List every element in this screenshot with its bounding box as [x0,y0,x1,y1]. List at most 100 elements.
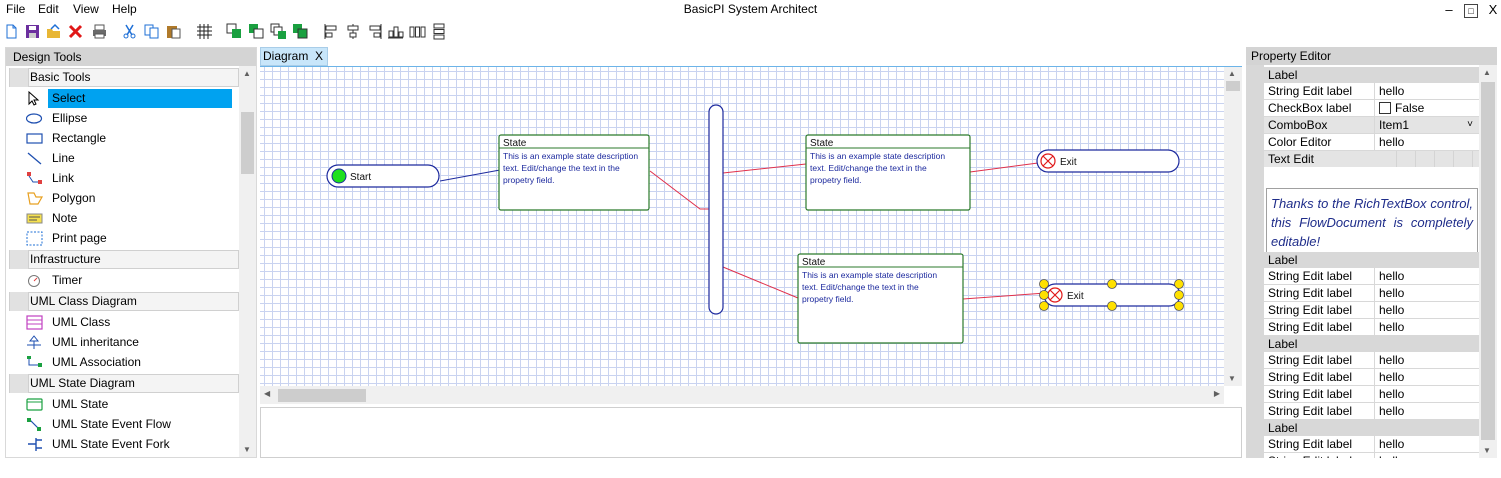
start-node[interactable]: Start [326,164,440,188]
open-icon[interactable] [45,23,62,40]
prop-value-input[interactable]: hello [1374,285,1479,301]
category-label[interactable]: Label [1264,67,1479,83]
new-icon[interactable] [3,23,20,40]
tool-ellipse[interactable]: Ellipse [26,109,236,128]
prop-value-input[interactable]: hello [1374,436,1479,452]
tool-note[interactable]: Note [26,209,236,228]
save-icon[interactable] [24,23,41,40]
menu-edit[interactable]: Edit [38,2,59,16]
scroll-down-arrow-icon[interactable]: ▼ [243,445,251,454]
delete-icon[interactable] [67,23,84,40]
scroll-right-arrow-icon[interactable]: ▶ [1213,389,1220,398]
minimize-button[interactable]: – [1445,2,1453,17]
print-icon[interactable] [91,23,108,40]
prop-value-input[interactable]: hello [1374,453,1479,458]
paste-icon[interactable] [165,23,182,40]
tab-close-button[interactable]: X [315,49,324,63]
tool-timer[interactable]: Timer [26,271,236,290]
menu-help[interactable]: Help [112,2,137,16]
tool-uml-association[interactable]: UML Association [26,353,236,372]
prop-value-input[interactable]: hello [1374,403,1479,419]
menu-view[interactable]: View [73,2,99,16]
align-right-icon[interactable] [366,23,383,40]
close-button[interactable]: X [1488,2,1498,17]
exit-node-1[interactable]: Exit [1036,149,1180,173]
tool-uml-state[interactable]: UML State [26,395,236,414]
prop-value-input[interactable]: hello [1374,83,1479,99]
scroll-up-arrow-icon[interactable]: ▲ [1228,69,1236,78]
tool-line[interactable]: Line [26,149,236,168]
bring-front-icon[interactable] [226,23,243,40]
prop-row-string-edit[interactable]: String Edit label hello [1264,83,1479,100]
prop-value-input[interactable]: hello [1374,369,1479,385]
scroll-down-arrow-icon[interactable]: ▼ [1228,374,1236,383]
prop-value-checkbox[interactable]: False [1374,100,1479,116]
diagram-vertical-scrollbar[interactable]: ▲ ▼ [1224,67,1242,386]
checkbox-icon[interactable] [1379,102,1391,114]
tool-uml-event-fork[interactable]: UML State Event Fork [26,435,236,454]
send-backward-icon[interactable] [270,23,287,40]
prop-value-combobox[interactable]: Item1 ˅ [1374,117,1479,133]
state-node-3[interactable]: State This is an example state descripti… [797,253,964,344]
diagram-horizontal-thumb[interactable] [278,389,366,402]
cut-icon[interactable] [121,23,138,40]
category-label[interactable]: Label [1264,336,1479,352]
align-left-icon[interactable] [323,23,340,40]
property-editor-scroll-thumb[interactable] [1481,82,1495,440]
align-center-icon[interactable] [345,23,362,40]
prop-value-color[interactable]: hello [1374,134,1479,150]
prop-value-input[interactable]: hello [1374,386,1479,402]
category-label[interactable]: Label [1264,252,1479,268]
diagram-horizontal-scrollbar[interactable]: ◀ ▶ [260,386,1224,404]
design-tools-scroll-thumb[interactable] [241,112,254,174]
tool-print-page[interactable]: Print page [26,229,236,248]
fork-bar[interactable] [708,104,724,315]
tool-select[interactable]: Select [26,89,236,108]
diagram-vertical-thumb[interactable] [1226,81,1240,91]
prop-value-input[interactable]: hello [1374,268,1479,284]
tool-uml-inheritance[interactable]: UML inheritance [26,333,236,352]
distribute-horizontal-icon[interactable] [409,23,426,40]
chevron-down-icon[interactable]: ˅ [1467,119,1473,130]
scroll-down-arrow-icon[interactable]: ▼ [1483,446,1491,455]
group-infrastructure[interactable]: Infrastructure [9,250,239,269]
menu-file[interactable]: File [6,2,26,16]
distribute-vertical-icon[interactable] [430,23,447,40]
copy-icon[interactable] [143,23,160,40]
category-label[interactable]: Label [1264,420,1479,436]
send-back-icon[interactable] [292,23,309,40]
prop-row-checkbox[interactable]: CheckBox label False [1264,100,1479,117]
tool-rectangle[interactable]: Rectangle [26,129,236,148]
maximize-button[interactable]: □ [1464,4,1478,18]
group-uml-state-diagram[interactable]: UML State Diagram [9,374,239,393]
tool-polygon[interactable]: Polygon [26,189,236,208]
prop-value-input[interactable]: hello [1374,302,1479,318]
grid-icon[interactable] [196,23,213,40]
tool-link[interactable]: Link [26,169,236,188]
state-node-2[interactable]: State This is an example state descripti… [805,134,971,211]
design-tools-scrollbar[interactable]: ▲ ▼ [239,66,256,457]
group-basic-tools[interactable]: Basic Tools [9,68,239,87]
prop-row-color-editor[interactable]: Color Editor hello [1264,134,1479,151]
prop-value-input[interactable]: hello [1374,319,1479,335]
state-node-1[interactable]: State This is an example state descripti… [498,134,650,211]
property-editor-scrollbar[interactable]: ▲ ▼ [1479,65,1497,458]
scroll-up-arrow-icon[interactable]: ▲ [1483,68,1491,77]
tab-diagram[interactable]: Diagram X [260,47,328,66]
prop-row-combobox[interactable]: ComboBox Item1 ˅ [1264,117,1479,134]
output-panel[interactable] [260,407,1242,458]
scroll-left-arrow-icon[interactable]: ◀ [264,389,271,398]
diagram-grid[interactable] [260,67,1224,386]
align-bottom-icon[interactable] [387,23,404,40]
tool-uml-event-flow[interactable]: UML State Event Flow [26,415,236,434]
group-uml-class-diagram[interactable]: UML Class Diagram [9,292,239,311]
